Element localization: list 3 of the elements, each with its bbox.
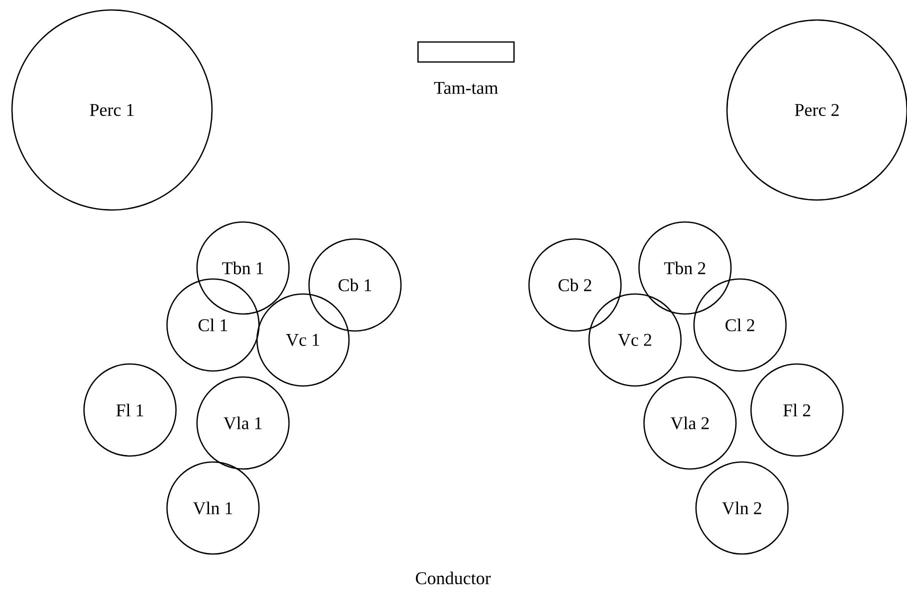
node-label: Tam-tam bbox=[434, 82, 498, 94]
conductor-label: Conductor bbox=[416, 572, 491, 584]
tam-tam-box: Tam-tam bbox=[417, 41, 515, 94]
